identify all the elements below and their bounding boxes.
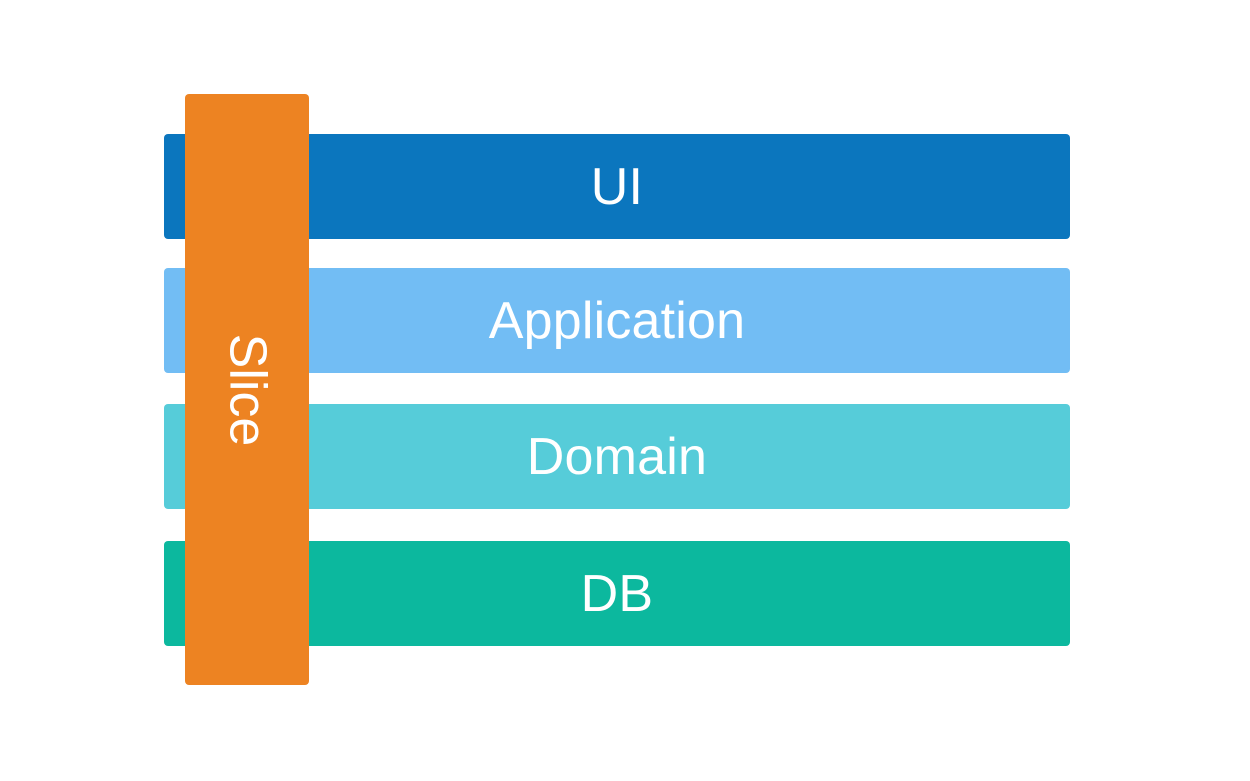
- layer-bar-application[interactable]: Application: [164, 268, 1070, 373]
- layer-bar-domain[interactable]: Domain: [164, 404, 1070, 509]
- layer-label-domain: Domain: [526, 427, 708, 486]
- layer-label-ui: UI: [590, 157, 644, 216]
- vertical-slice-label-text: Slice: [218, 333, 276, 446]
- layer-bar-ui[interactable]: UI: [164, 134, 1070, 239]
- layer-bar-db[interactable]: DB: [164, 541, 1070, 646]
- vertical-slice-bar[interactable]: Slice: [185, 94, 309, 685]
- layer-label-application: Application: [488, 291, 746, 350]
- layer-label-db: DB: [580, 564, 654, 623]
- vertical-slice-label: Slice: [185, 94, 309, 685]
